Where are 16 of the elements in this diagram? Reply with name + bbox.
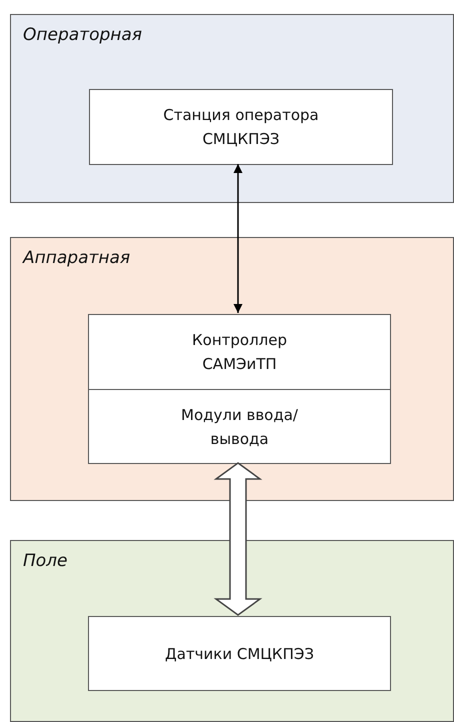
process-box	[89, 89, 393, 165]
box-label: Станция оператора СМЦКПЭЗ	[162, 105, 320, 150]
zone-title: Операторная	[23, 25, 142, 45]
double-arrow	[234, 164, 242, 313]
box-label: Контроллер САМЭиТП	[191, 330, 288, 375]
process-box	[88, 314, 391, 390]
box-label: Модули ввода/вывода	[180, 404, 299, 450]
zone-title: Аппаратная	[23, 248, 130, 268]
zone-panel	[10, 14, 454, 203]
double-block-arrow	[214, 462, 262, 616]
process-box	[88, 389, 391, 464]
zone-panel	[10, 237, 454, 501]
zone-panel	[10, 540, 454, 722]
box-label: Датчики СМЦКПЭЗ	[164, 644, 315, 664]
process-box	[88, 616, 391, 691]
zone-title: Поле	[23, 551, 68, 571]
